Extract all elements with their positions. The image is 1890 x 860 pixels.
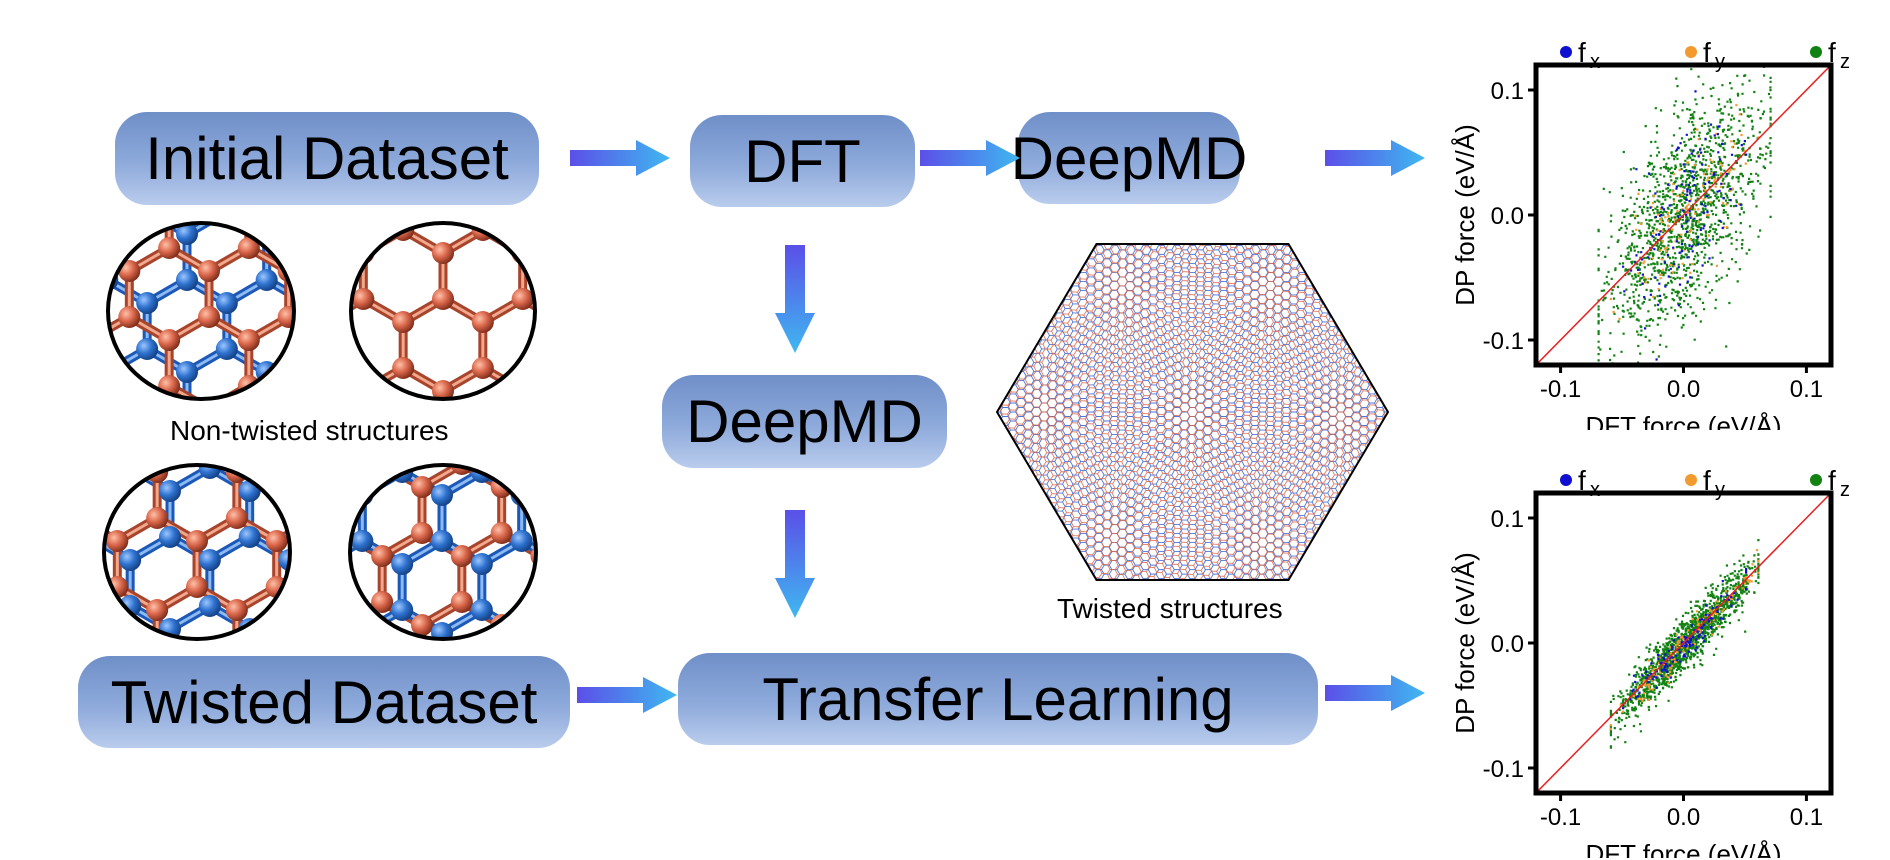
non-twisted-structure-1	[106, 221, 296, 401]
deepmd-middle-box: DeepMD	[662, 375, 947, 468]
y-tick-label: 0.1	[1491, 78, 1524, 105]
legend-label-fx: f	[1578, 465, 1586, 496]
legend-label-fz: f	[1828, 37, 1836, 68]
x-tick-label: 0.1	[1790, 376, 1823, 403]
scatter-points-fz	[1609, 539, 1760, 749]
y-tick-label: -0.1	[1483, 328, 1524, 355]
legend-subscript-fx: x	[1590, 51, 1600, 73]
arrow-dft-to-deepmd	[920, 140, 1020, 176]
twisted-caption: Twisted structures	[1057, 593, 1283, 624]
scatter-points-fz	[1597, 65, 1772, 365]
arrow-deepmd-to-transfer-down	[775, 510, 815, 618]
legend-marker-fz	[1810, 46, 1822, 58]
transfer-learning-label: Transfer Learning	[762, 665, 1234, 733]
legend-label-fx: f	[1578, 37, 1586, 68]
x-axis-label: DFT force (eV/Å)	[1585, 411, 1781, 430]
legend-marker-fx	[1560, 474, 1572, 486]
non-twisted-structure-2	[349, 221, 537, 401]
x-tick-label: 0.0	[1667, 376, 1700, 403]
legend-subscript-fy: y	[1715, 51, 1725, 73]
initial-dataset-box: Initial Dataset	[115, 112, 539, 205]
y-tick-label: 0.0	[1491, 631, 1524, 658]
deepmd-top-label: DeepMD	[1010, 124, 1248, 192]
arrow-twisted-to-transfer	[577, 677, 677, 713]
twisted-dataset-box: Twisted Dataset	[78, 656, 570, 748]
y-tick-label: -0.1	[1483, 756, 1524, 783]
twisted-dataset-label: Twisted Dataset	[110, 668, 538, 736]
parity-diagonal	[1536, 493, 1831, 793]
legend-subscript-fz: z	[1840, 51, 1850, 73]
legend-marker-fz	[1810, 474, 1822, 486]
y-tick-label: 0.1	[1491, 506, 1524, 533]
legend-marker-fy	[1685, 46, 1697, 58]
arrow-dft-to-deepmd-down	[775, 245, 815, 353]
dft-box: DFT	[690, 115, 915, 207]
x-tick-label: 0.0	[1667, 804, 1700, 831]
y-axis-label: DP force (eV/Å)	[1450, 552, 1480, 734]
arrow-initial-to-dft	[570, 140, 670, 176]
legend-label-fy: f	[1703, 37, 1711, 68]
x-axis-label: DFT force (eV/Å)	[1585, 839, 1781, 858]
deepmd-top-box: DeepMD	[1011, 112, 1247, 204]
non-twisted-caption: Non-twisted structures	[170, 415, 449, 446]
x-tick-label: 0.1	[1790, 804, 1823, 831]
scatter-points-fx	[1622, 568, 1748, 710]
x-tick-label: -0.1	[1540, 804, 1581, 831]
legend-label-fz: f	[1828, 465, 1836, 496]
legend-subscript-fy: y	[1715, 479, 1725, 501]
arrow-deepmd-to-plot-top	[1325, 140, 1425, 176]
legend-subscript-fz: z	[1840, 479, 1850, 501]
y-tick-label: 0.0	[1491, 203, 1524, 230]
arrow-transfer-to-plot-bottom	[1325, 675, 1425, 711]
twisted-structure-sample-1	[102, 463, 292, 641]
legend-subscript-fx: x	[1590, 479, 1600, 501]
twisted-moire-hexagon	[995, 243, 1390, 581]
deepmd-middle-label: DeepMD	[686, 388, 923, 455]
x-tick-label: -0.1	[1540, 376, 1581, 403]
twisted-structure-sample-2	[348, 463, 538, 641]
parity-diagonal	[1536, 65, 1831, 365]
legend-marker-fy	[1685, 474, 1697, 486]
y-axis-label: DP force (eV/Å)	[1450, 124, 1480, 306]
initial-dataset-label: Initial Dataset	[145, 125, 509, 192]
transfer-learning-box: Transfer Learning	[678, 653, 1318, 745]
dft-label: DFT	[744, 127, 861, 195]
legend-label-fy: f	[1703, 465, 1711, 496]
legend-marker-fx	[1560, 46, 1572, 58]
